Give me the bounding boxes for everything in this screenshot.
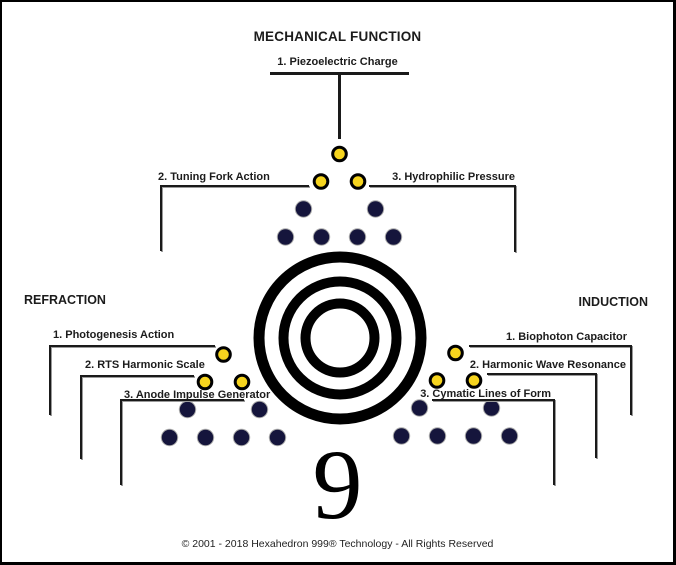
yellow-dot-mechanical-function bbox=[312, 173, 330, 190]
label-rts-harmonic-scale: 2. RTS Harmonic Scale bbox=[85, 359, 205, 371]
label-cymatic-lines-of-form: 3. Cymatic Lines of Form bbox=[420, 388, 551, 400]
yellow-dot-refraction bbox=[233, 373, 251, 391]
label-tuning-fork-action: 2. Tuning Fork Action bbox=[158, 171, 270, 183]
concentric-ring bbox=[253, 251, 427, 425]
yellow-dot-induction bbox=[447, 344, 464, 362]
tuning-fork-bracket bbox=[160, 185, 309, 251]
navy-dot-mechanical-function bbox=[366, 200, 385, 218]
label-hydrophilic-pressure: 3. Hydrophilic Pressure bbox=[392, 171, 515, 183]
navy-dot-mechanical-function bbox=[276, 228, 295, 246]
navy-dot-mechanical-function bbox=[294, 200, 313, 218]
yellow-dot-refraction bbox=[196, 373, 214, 391]
navy-dot-induction bbox=[482, 399, 501, 417]
concentric-ring bbox=[300, 298, 380, 378]
yellow-dot-induction bbox=[428, 372, 446, 389]
left-section-heading: REFRACTION bbox=[24, 293, 106, 307]
navy-dot-induction bbox=[410, 399, 429, 417]
navy-dot-mechanical-function bbox=[312, 228, 331, 246]
label-anode-impulse-generator: 3. Anode Impulse Generator bbox=[124, 389, 271, 401]
hydrophilic-bracket bbox=[369, 185, 516, 252]
yellow-dot-refraction bbox=[215, 346, 232, 363]
top-section-heading: MECHANICAL FUNCTION bbox=[253, 29, 422, 44]
biophoton-bracket bbox=[469, 345, 632, 415]
concentric-ring bbox=[278, 276, 402, 400]
piezoelectric-stem-line bbox=[338, 74, 341, 139]
yellow-dot-induction bbox=[465, 372, 483, 389]
label-photogenesis-action: 1. Photogenesis Action bbox=[53, 329, 175, 341]
label-biophoton-capacitor: 1. Biophoton Capacitor bbox=[506, 331, 627, 343]
navy-dot-mechanical-function bbox=[348, 228, 367, 246]
label-piezoelectric-charge: 1. Piezoelectric Charge bbox=[277, 56, 398, 68]
piezoelectric-underline bbox=[270, 72, 409, 75]
navy-dot-refraction bbox=[178, 400, 197, 419]
center-number-nine: 9 bbox=[312, 429, 363, 540]
navy-dot-refraction bbox=[250, 400, 269, 419]
copyright-text: © 2001 - 2018 Hexahedron 999® Technology… bbox=[181, 538, 494, 550]
yellow-dot-mechanical-function bbox=[349, 173, 367, 190]
right-section-heading: INDUCTION bbox=[578, 295, 648, 309]
photogenesis-bracket bbox=[49, 345, 215, 415]
navy-dot-mechanical-function bbox=[384, 228, 403, 246]
label-harmonic-wave-resonance: 2. Harmonic Wave Resonance bbox=[469, 359, 626, 371]
yellow-dot-mechanical-function bbox=[331, 145, 348, 163]
